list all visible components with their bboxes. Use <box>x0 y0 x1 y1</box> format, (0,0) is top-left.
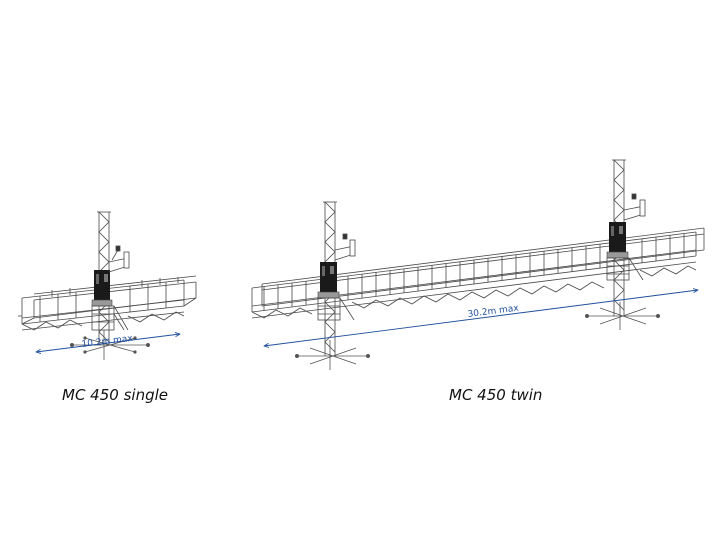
single-platform-drawing <box>18 211 197 360</box>
single-motor-unit <box>91 270 113 307</box>
twin-left-mast-bracket <box>334 233 356 261</box>
single-rail-posts <box>21 277 185 324</box>
twin-platform-deck <box>251 227 705 319</box>
single-lower-cage <box>91 305 129 331</box>
single-mast-bracket <box>108 245 130 273</box>
single-dimension-label: 10.2m max <box>81 334 134 350</box>
twin-left-base-outriggers <box>294 340 370 370</box>
twin-left-motor-unit <box>317 262 340 299</box>
twin-dimension-label: 30.2m max <box>467 303 520 320</box>
twin-right-mast-bracket <box>623 193 646 221</box>
single-caption: MC 450 single <box>62 386 168 404</box>
twin-right-motor-unit <box>606 222 629 259</box>
twin-caption: MC 450 twin <box>449 386 543 404</box>
single-platform-deck <box>18 275 197 331</box>
twin-right-base-outriggers <box>585 302 661 330</box>
single-dimension-line: 10.2m max <box>36 334 180 352</box>
